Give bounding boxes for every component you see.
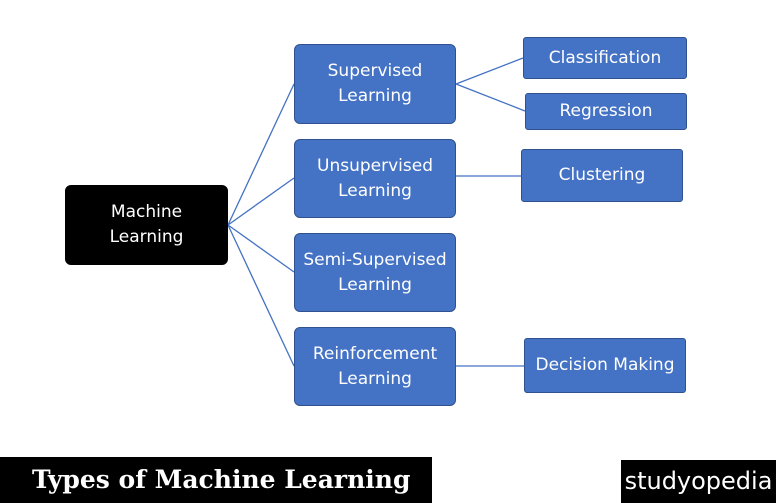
connector-root-supervised xyxy=(227,83,295,226)
node-unsupervised-learning: Unsupervised Learning xyxy=(294,139,456,218)
node-reinforcement-learning: Reinforcement Learning xyxy=(294,327,456,406)
node-regression: Regression xyxy=(525,93,687,130)
brand-logo: studyopedia xyxy=(621,460,776,503)
node-semi-supervised-learning: Semi-Supervised Learning xyxy=(294,233,456,312)
node-machine-learning: Machine Learning xyxy=(65,185,228,265)
connector-supervised-regression xyxy=(455,83,526,112)
node-classification: Classification xyxy=(523,37,687,79)
connector-root-reinforcement xyxy=(227,224,295,367)
connector-root-semi-supervised xyxy=(227,224,295,273)
connector-root-unsupervised xyxy=(227,177,295,226)
caption-bar: Types of Machine Learning xyxy=(0,457,432,503)
node-supervised-learning: Supervised Learning xyxy=(294,44,456,124)
node-decision-making: Decision Making xyxy=(524,338,686,393)
connector-supervised-classification xyxy=(455,57,524,85)
node-clustering: Clustering xyxy=(521,149,683,202)
